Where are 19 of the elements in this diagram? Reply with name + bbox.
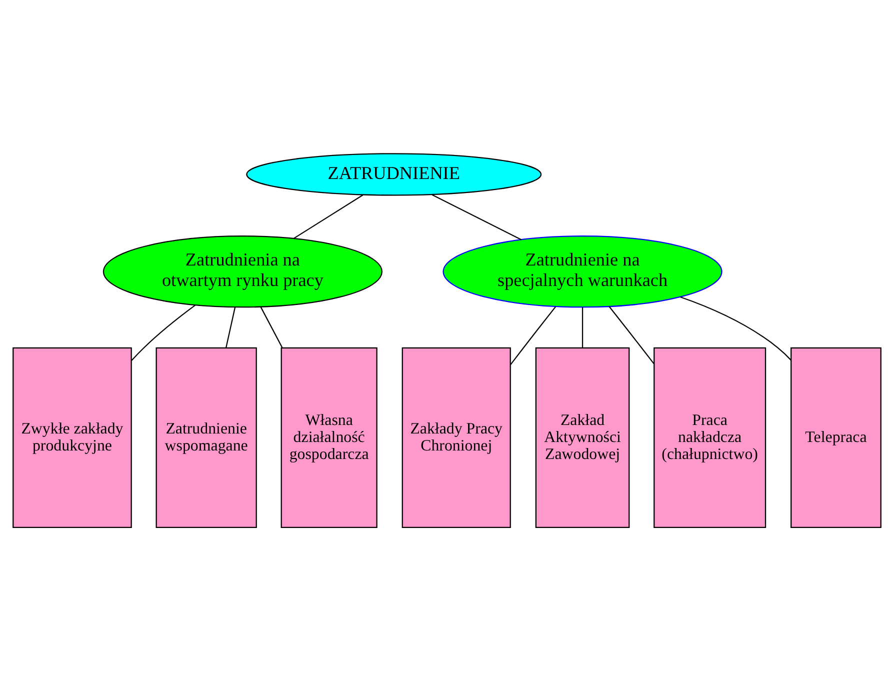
connector [582,307,584,348]
node-ellipse: ZATRUDNIENIE [246,153,542,196]
connector [226,306,236,348]
connector [608,306,655,364]
connector [510,306,556,366]
connector [260,306,283,348]
node-box: Zwykłe zakłady produkcyjne [12,347,132,528]
connector [131,304,196,361]
node-box: Praca nakładcza (chałupnictwo) [654,347,766,528]
node-box: Zatrudnienie wspomagane [156,347,257,528]
node-box: Telepraca [790,347,882,528]
node-box: Własna działalność gospodarcza [280,347,378,528]
node-box: Zakład Aktywności Zawodowej [535,347,630,528]
connector [432,194,522,240]
connector [293,194,364,240]
node-ellipse: Zatrudnienia na otwartym rynku pracy [102,236,382,308]
node-ellipse: Zatrudnienie na specjalnych warunkach [442,236,722,308]
connector [680,296,792,361]
node-box: Zakłady Pracy Chronionej [402,347,511,528]
